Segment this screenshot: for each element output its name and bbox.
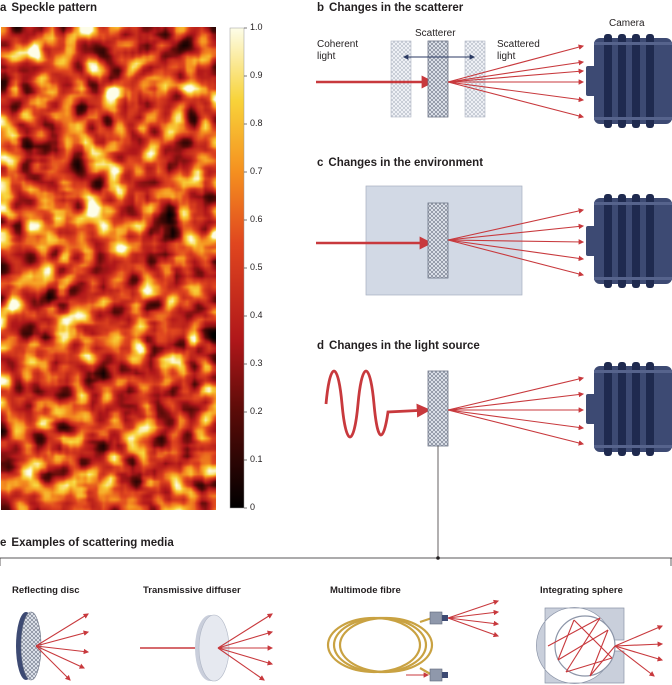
panel-b-title: b Changes in the scatterer (317, 2, 463, 14)
integrating-sphere (536, 607, 664, 684)
colorbar-tick-label: 0.2 (250, 406, 263, 416)
panel-a-title: a Speckle pattern (0, 2, 97, 14)
colorbar-tick-label: 0.1 (250, 454, 263, 464)
reflecting-disc (16, 611, 90, 681)
media-label-transmissive-diffuser: Transmissive diffuser (143, 585, 241, 596)
scatterer-c (427, 202, 449, 279)
panel-letter: c (317, 157, 324, 169)
multimode-fibre (326, 616, 434, 676)
panel-c-title: c Changes in the environment (317, 157, 483, 169)
panel-letter: d (317, 340, 325, 352)
label-coherent: Coherent (317, 39, 359, 50)
colorbar (229, 27, 245, 509)
panel-title-text: Changes in the environment (328, 157, 484, 169)
panel-title-text: Changes in the light source (329, 340, 480, 352)
camera-d (586, 362, 672, 456)
colorbar-tick-label: 0.4 (250, 310, 263, 320)
media-label-integrating-sphere: Integrating sphere (540, 585, 623, 596)
fibre-connectors (406, 599, 500, 682)
colorbar-tick-label: 0.6 (250, 214, 263, 224)
panel-letter: b (317, 2, 325, 14)
label-scattered: Scattered (497, 39, 540, 50)
panel-title-text: Speckle pattern (11, 2, 98, 14)
panel-c-illustration (316, 185, 672, 296)
label-scatterer: Scatterer (415, 28, 456, 39)
panel-e-title: e Examples of scattering media (0, 537, 174, 549)
panel-d-title: d Changes in the light source (317, 340, 480, 352)
colorbar-tick-label: 0 (250, 502, 256, 512)
media-label-reflecting-disc: Reflecting disc (12, 585, 80, 596)
label-camera: Camera (609, 18, 645, 29)
colorbar-tick-label: 0.9 (250, 70, 263, 80)
panel-title-text: Changes in the scatterer (329, 2, 464, 14)
panel-d-illustration (324, 362, 672, 560)
wave-source (324, 369, 431, 439)
panel-b-illustration (316, 34, 672, 128)
panel-letter: e (0, 537, 7, 549)
colorbar-tick-label: 0.5 (250, 262, 263, 272)
panel-letter: a (0, 2, 7, 14)
speckle-pattern-image (1, 27, 216, 510)
transmissive-diffuser (140, 613, 274, 682)
panel-title-text: Examples of scattering media (11, 537, 174, 549)
colorbar-tick-label: 0.8 (250, 118, 263, 128)
scatterer (427, 40, 449, 118)
scatterer-d (427, 370, 449, 447)
colorbar-tick-label: 1.0 (250, 22, 263, 32)
camera-c (586, 194, 672, 288)
camera-b (586, 34, 672, 128)
media-label-multimode-fibre: Multimode fibre (330, 585, 401, 596)
panel-e-illustration (0, 557, 672, 684)
scatterer-ghost-left (390, 40, 412, 118)
label-scattered-light: light (497, 51, 516, 62)
colorbar-tick-label: 0.7 (250, 166, 263, 176)
label-coherent-light: light (317, 51, 336, 62)
colorbar-tick-label: 0.3 (250, 358, 263, 368)
